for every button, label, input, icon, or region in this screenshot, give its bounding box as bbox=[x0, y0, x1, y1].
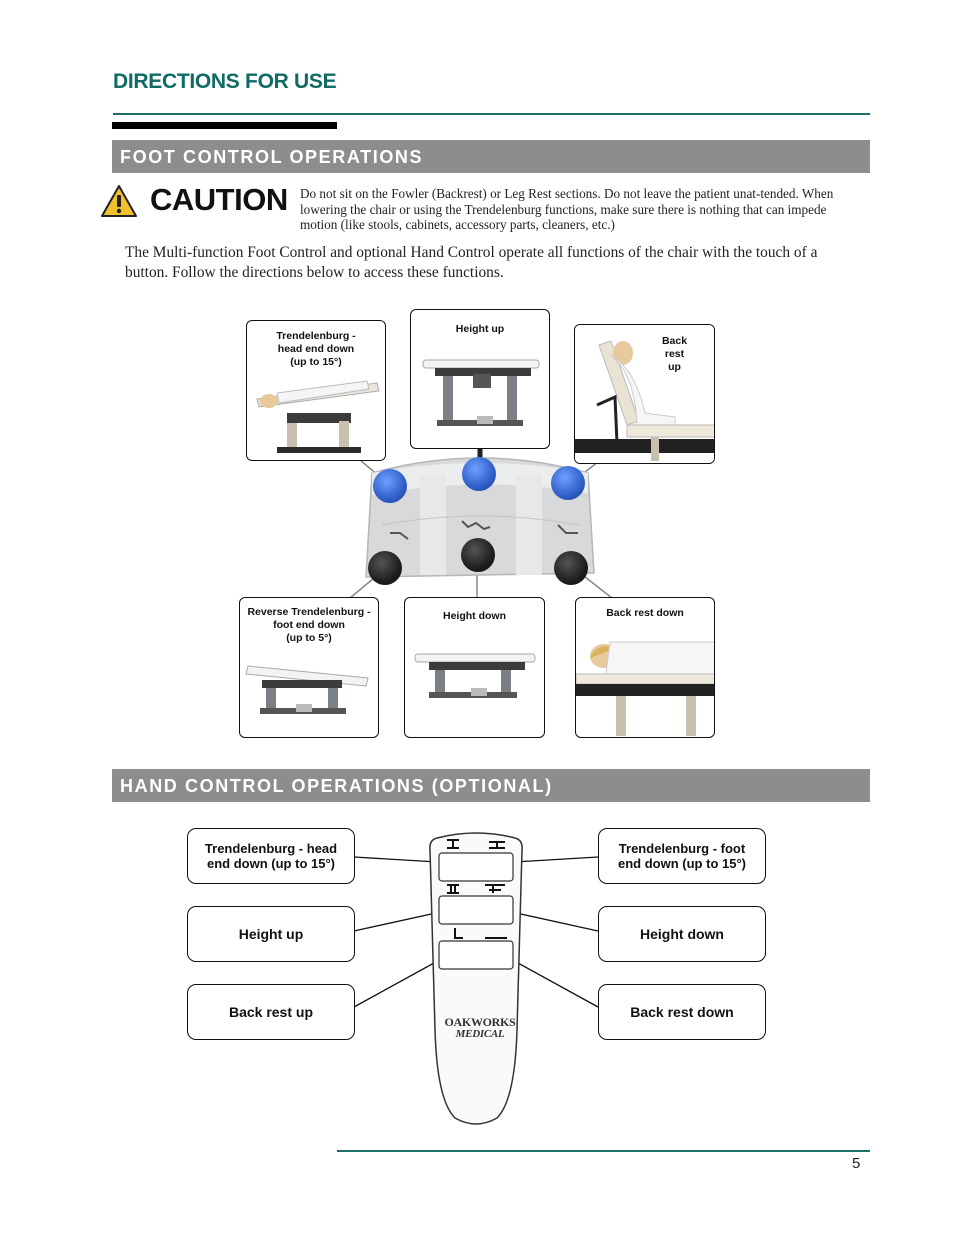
label-line: end down (up to 15°) bbox=[207, 856, 335, 871]
back-rest-up-illustration bbox=[575, 325, 714, 463]
card-label-line: (up to 15°) bbox=[290, 356, 342, 368]
card-back-rest-down: Back rest down bbox=[575, 597, 715, 738]
card-height-down: Height down bbox=[404, 597, 545, 738]
logo-line: MEDICAL bbox=[455, 1028, 505, 1040]
label-line: Trendelenburg - head bbox=[204, 841, 338, 856]
card-label-line: (up to 5°) bbox=[286, 632, 332, 644]
foot-button-back-rest-down[interactable] bbox=[554, 551, 588, 585]
page-number: 5 bbox=[852, 1155, 861, 1172]
card-label-line: head end down bbox=[277, 343, 355, 355]
card-label-line: foot end down bbox=[273, 619, 345, 631]
card-label-line: Reverse Trendelenburg - bbox=[247, 606, 371, 618]
card-label-line: up bbox=[668, 361, 681, 373]
card-label: Height down bbox=[443, 610, 506, 622]
foot-control-heading-bar: FOOT CONTROL OPERATIONS bbox=[112, 140, 870, 173]
logo-line: OAKWORKS bbox=[444, 1015, 516, 1029]
caution-heading: CAUTION bbox=[150, 182, 288, 217]
warning-icon bbox=[101, 185, 137, 217]
card-label-line: Back bbox=[661, 335, 688, 347]
foot-button-trendelenburg-head[interactable] bbox=[373, 469, 407, 503]
card-reverse-trendelenburg: Reverse Trendelenburg - foot end down (u… bbox=[239, 597, 379, 738]
hand-control-heading-bar: HAND CONTROL OPERATIONS (OPTIONAL) bbox=[112, 769, 870, 802]
card-trendelenburg-head-down: Trendelenburg - head end down (up to 15°… bbox=[246, 320, 386, 461]
hand-control-heading: HAND CONTROL OPERATIONS (OPTIONAL) bbox=[120, 776, 553, 796]
foot-control-heading: FOOT CONTROL OPERATIONS bbox=[120, 147, 424, 167]
label-height-down: Height down bbox=[598, 906, 766, 962]
oakworks-logo: OAKWORKS MEDICAL bbox=[438, 1016, 522, 1040]
card-label-line: rest bbox=[664, 348, 685, 360]
patient-tilt-illustration bbox=[256, 380, 380, 453]
foot-button-height-up[interactable] bbox=[462, 457, 496, 491]
foot-button-height-down[interactable] bbox=[461, 538, 495, 572]
intro-paragraph: The Multi-function Foot Control and opti… bbox=[125, 244, 818, 281]
table-reverse-tilt-illustration bbox=[245, 665, 369, 714]
label-line: end down (up to 15°) bbox=[618, 856, 746, 871]
hand-remote-illustration bbox=[429, 832, 523, 1125]
label-back-rest-down: Back rest down bbox=[598, 984, 766, 1040]
back-rest-down-illustration bbox=[576, 641, 714, 736]
label-back-rest-up: Back rest up bbox=[187, 984, 355, 1040]
foot-button-back-rest-up[interactable] bbox=[551, 466, 585, 500]
card-back-rest-up: Back rest up bbox=[574, 324, 715, 464]
header-accent-bar bbox=[112, 122, 337, 129]
caution-text: Do not sit on the Fowler (Backrest) or L… bbox=[300, 186, 834, 232]
card-height-up: Height up bbox=[410, 309, 550, 449]
foot-button-reverse-trendelenburg[interactable] bbox=[368, 551, 402, 585]
card-label: Back rest down bbox=[606, 607, 684, 619]
section-title: DIRECTIONS FOR USE bbox=[113, 70, 337, 93]
header-rule bbox=[113, 113, 870, 115]
label-line: Trendelenburg - foot bbox=[618, 841, 746, 856]
footer-rule bbox=[337, 1150, 870, 1152]
table-raised-illustration bbox=[422, 359, 540, 426]
card-label-line: Trendelenburg - bbox=[276, 330, 356, 342]
table-lowered-illustration bbox=[414, 653, 536, 698]
card-label: Height up bbox=[455, 323, 505, 335]
label-height-up: Height up bbox=[187, 906, 355, 962]
